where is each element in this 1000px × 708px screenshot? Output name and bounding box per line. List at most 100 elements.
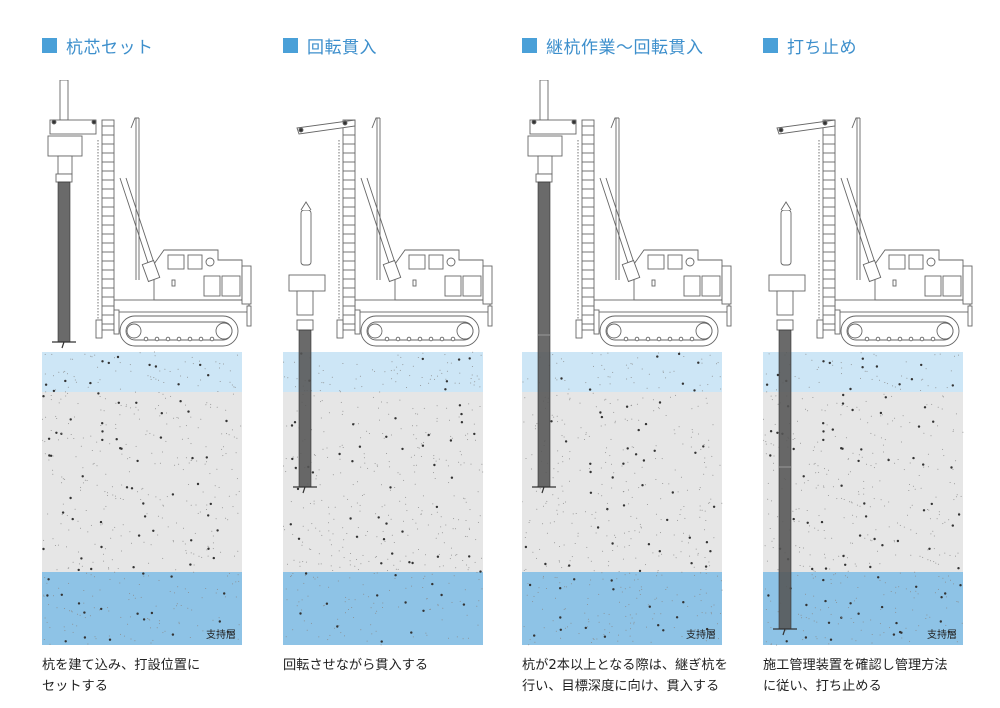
title-square-icon	[283, 38, 298, 53]
platform	[593, 299, 730, 313]
step-rotary-penetration: 回転貫入 回転させながら貫入する	[283, 0, 523, 708]
pile-screw-tip	[293, 486, 317, 494]
step-title: 打ち止め	[763, 33, 857, 58]
counterweight	[241, 265, 252, 305]
steel-pile	[293, 329, 317, 494]
step-caption: 杭が2本以上となる際は、継ぎ杭を 行い、目標深度に向け、貫入する	[522, 655, 762, 697]
scene-svg: 支持層	[42, 80, 252, 645]
middle-soil-layer	[42, 392, 242, 572]
step-title-text: 打ち止め	[787, 38, 857, 58]
soil-profile: 支持層	[763, 352, 964, 646]
drive-rod	[780, 209, 792, 266]
step-title: 継杭作業～回転貫入	[522, 33, 704, 58]
drive-rod	[59, 80, 69, 121]
caption-line: 施工管理装置を確認し管理方法	[763, 658, 948, 673]
pile-driver-rig	[527, 80, 732, 347]
rotary-drive-head	[47, 135, 83, 157]
outrigger	[487, 305, 493, 327]
pile-shaft	[298, 329, 312, 488]
soil-profile: 支持層	[522, 351, 723, 646]
counterweight	[482, 265, 493, 305]
steel-pile	[773, 329, 797, 636]
rotary-drive-head	[527, 135, 563, 157]
step-title-text: 継杭作業～回転貫入	[546, 38, 704, 58]
crown-block	[529, 119, 577, 135]
step-pile-joining: 継杭作業～回転貫入 支持層 杭が2本以上となる際は、継ぎ杭を 行い、目標深度に向…	[522, 0, 762, 708]
cab-window	[667, 254, 683, 270]
bearing-layer-label: 支持層	[686, 628, 716, 641]
leader-top-sheave	[296, 119, 356, 135]
upper-soil-layer	[522, 352, 722, 392]
track-wheel	[126, 323, 142, 339]
pile-driver-rig	[47, 80, 252, 347]
caption-line: 回転させながら貫入する	[283, 658, 429, 673]
track-wheel	[367, 323, 383, 339]
leader-top-sheave	[776, 119, 836, 135]
pile-chuck	[296, 319, 314, 331]
drive-rod	[539, 80, 549, 121]
rotary-drive-head	[288, 274, 326, 292]
pile-screw-tip	[773, 628, 797, 636]
cab-window	[167, 254, 185, 270]
step-title: 回転貫入	[283, 33, 377, 58]
soil-profile: 支持層	[42, 351, 242, 645]
outrigger	[246, 305, 252, 327]
track-wheel	[936, 322, 954, 340]
pile-shaft	[778, 329, 792, 630]
title-square-icon	[42, 38, 57, 53]
leader-jack	[593, 309, 600, 335]
leader-jack	[113, 309, 120, 335]
pile-chuck	[535, 173, 553, 183]
pile-screw-tip	[52, 341, 76, 349]
cab-window	[888, 254, 906, 270]
track-wheel	[606, 323, 622, 339]
cab-window	[428, 254, 444, 270]
step-driving-stop: 打ち止め 支持層 施工管理装置を確認し管理方法 に従い、打ち止める	[763, 0, 1000, 708]
caption-line: 杭が2本以上となる際は、継ぎ杭を	[522, 658, 728, 673]
caption-line: 杭を建て込み、打設位置に	[42, 658, 201, 673]
step-caption: 杭を建て込み、打設位置に セットする	[42, 655, 282, 697]
platform	[354, 299, 491, 313]
bearing-layer	[763, 572, 963, 645]
platform	[834, 299, 971, 313]
pile-shaft	[57, 181, 71, 343]
pile-screw-tip	[532, 486, 556, 494]
upper-soil-layer	[283, 352, 483, 392]
leader-jack	[354, 309, 361, 335]
track-wheel	[456, 322, 474, 340]
middle-soil-layer	[522, 392, 722, 572]
bearing-layer-label: 支持層	[206, 628, 236, 641]
scene-svg	[283, 117, 493, 646]
soil-texture	[522, 351, 723, 646]
bearing-layer	[42, 572, 242, 645]
caption-line: に従い、打ち止める	[763, 679, 882, 694]
cab-window	[408, 254, 426, 270]
step-caption: 回転させながら貫入する	[283, 655, 523, 676]
scene-svg: 支持層	[522, 80, 732, 646]
track-wheel	[695, 322, 713, 340]
step-title: 杭芯セット	[42, 33, 154, 58]
title-square-icon	[763, 38, 778, 53]
upper-soil-layer	[42, 352, 242, 392]
cab-window	[187, 254, 203, 270]
soil-profile	[283, 351, 484, 646]
drive-rod	[300, 209, 312, 266]
bearing-layer-label: 支持層	[927, 628, 957, 641]
counterweight	[721, 265, 732, 305]
outrigger	[967, 305, 973, 327]
track-wheel	[847, 323, 863, 339]
scene: 支持層	[522, 80, 762, 650]
step-caption: 施工管理装置を確認し管理方法 に従い、打ち止める	[763, 655, 1000, 697]
soil-texture	[42, 351, 242, 645]
middle-soil-layer	[283, 392, 483, 572]
cab-window	[647, 254, 665, 270]
middle-soil-layer	[763, 392, 963, 572]
pile-driver-rig	[768, 117, 973, 347]
title-square-icon	[522, 38, 537, 53]
scene-svg: 支持層	[763, 117, 973, 646]
bearing-layer	[522, 572, 722, 645]
crown-block	[49, 119, 97, 135]
bearing-layer	[283, 572, 483, 645]
caption-line: 行い、目標深度に向け、貫入する	[522, 679, 720, 694]
cab-window	[908, 254, 924, 270]
